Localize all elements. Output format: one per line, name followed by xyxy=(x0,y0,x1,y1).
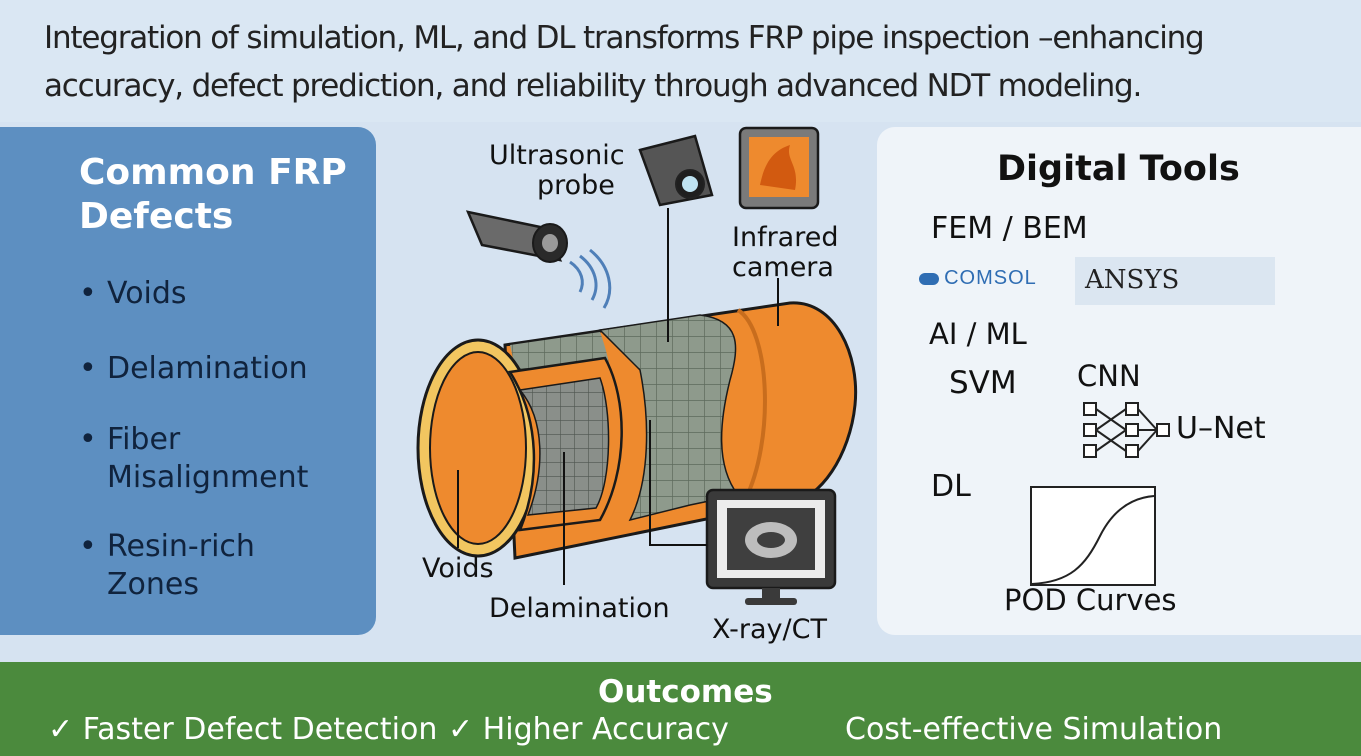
pipe-inspection-diagram xyxy=(416,126,858,605)
label-cnn: CNN xyxy=(1077,359,1141,393)
outcomes-banner: Outcomes ✓ Faster Defect Detection ✓ Hig… xyxy=(0,662,1361,756)
label-ultrasonic-line1: Ultrasonic xyxy=(489,140,625,171)
bullet-icon: • xyxy=(79,276,97,311)
outcomes-title: Outcomes xyxy=(598,674,773,710)
label-delamination: Delamination xyxy=(489,593,670,624)
list-item-line1: Delamination xyxy=(107,351,308,386)
label-xray-ct: X-ray/CT xyxy=(712,614,827,645)
headline-banner: Integration of simulation, ML, and DL tr… xyxy=(0,0,1361,122)
defects-title-line1: Common FRP xyxy=(79,152,347,193)
label-ultrasonic-line2: probe xyxy=(537,170,615,201)
defects-title: Common FRP Defects xyxy=(79,151,347,239)
label-fem-bem: FEM / BEM xyxy=(931,211,1088,246)
digital-tools-panel: Digital Tools FEM / BEM COMSOL ANSYS AI … xyxy=(877,127,1361,635)
tools-title: Digital Tools xyxy=(997,149,1240,189)
bullet-icon: • xyxy=(79,351,97,386)
label-infrared-line2: camera xyxy=(732,252,834,283)
list-item-line2: Misalignment xyxy=(107,460,309,495)
headline-text: Integration of simulation, ML, and DL tr… xyxy=(44,20,1205,104)
ansys-logo-box: ANSYS xyxy=(1075,257,1275,305)
label-ai-ml: AI / ML xyxy=(929,317,1027,351)
thermal-camera-icon xyxy=(638,126,820,210)
comsol-logo-text: COMSOL xyxy=(944,267,1037,289)
list-item-line1: Fiber xyxy=(107,422,181,457)
list-item-line2: Zones xyxy=(107,567,200,602)
label-infrared-line1: Infrared xyxy=(732,222,839,253)
list-item: • Voids xyxy=(79,275,187,313)
ultrasonic-probe-icon xyxy=(465,210,612,309)
pod-curve-line xyxy=(1031,495,1155,585)
pod-curve-frame xyxy=(1030,486,1156,586)
pod-curve-chart xyxy=(1030,486,1156,586)
xray-monitor-icon xyxy=(705,488,837,605)
defects-panel: Common FRP Defects • Voids • Delaminatio… xyxy=(0,127,376,635)
comsol-logo-icon xyxy=(919,272,939,285)
label-u-net: U–Net xyxy=(1176,411,1266,446)
list-item-line1: Voids xyxy=(107,276,187,311)
comsol-logo: COMSOL xyxy=(919,267,1037,290)
label-pod-curves: POD Curves xyxy=(1004,583,1177,617)
list-item-line1: Resin-rich xyxy=(107,529,255,564)
label-svm: SVM xyxy=(949,365,1017,401)
label-voids: Voids xyxy=(422,553,494,584)
list-item: • Resin-rich Zones xyxy=(79,528,255,604)
bullet-icon: • xyxy=(79,422,97,457)
defects-title-line2: Defects xyxy=(79,196,234,237)
outcome-item-faster-detection: ✓ Faster Defect Detection xyxy=(48,712,438,747)
ansys-logo-text: ANSYS xyxy=(1085,265,1180,295)
list-item: • Delamination xyxy=(79,350,308,388)
list-item: • Fiber Misalignment xyxy=(79,421,308,497)
label-dl: DL xyxy=(931,469,971,504)
bullet-icon: • xyxy=(79,529,97,564)
network-diagram-icon xyxy=(1083,402,1170,458)
outcome-item-higher-accuracy: ✓ Higher Accuracy xyxy=(448,712,729,747)
outcome-item-cost-effective: Cost-effective Simulation xyxy=(845,712,1223,747)
